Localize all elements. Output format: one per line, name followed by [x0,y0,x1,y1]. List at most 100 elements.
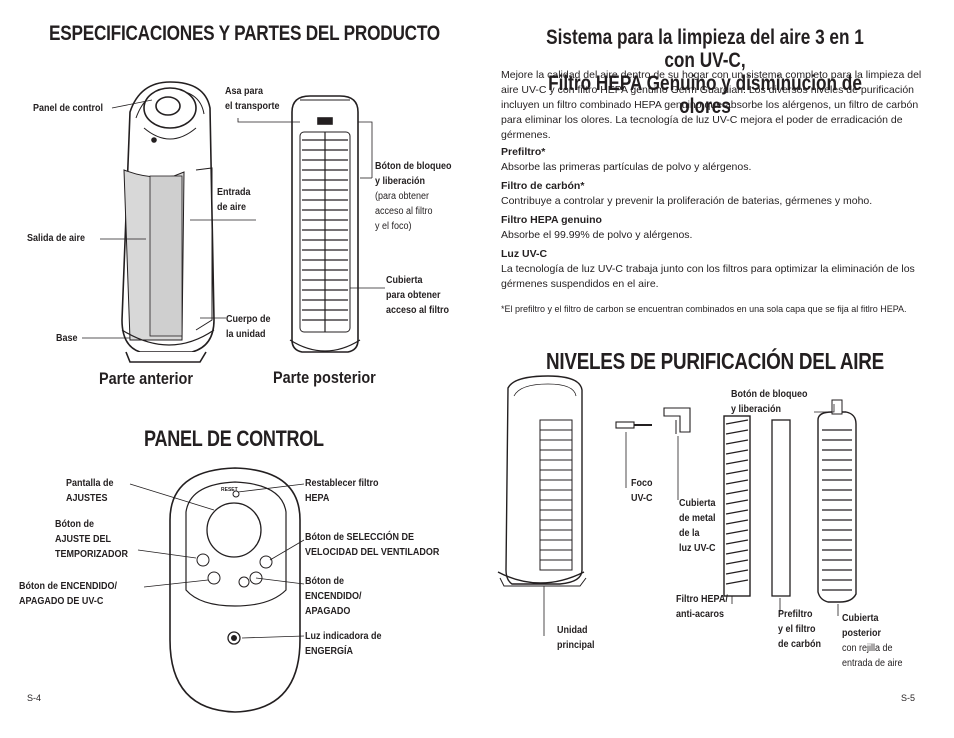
label-cubierta: Cubierta para obtener acceso al filtro [386,273,449,318]
label-power: Bóton de ENCENDIDO/ APAGADO [305,574,362,619]
label-cubierta-line3: acceso al filtro [386,305,450,316]
label-pantalla: Pantalla de AJUSTES [66,476,114,506]
label-power-line2: ENCENDIDO/ [305,591,362,602]
label-uvc-line1: Bóton de ENCENDIDO/ [19,581,118,592]
label-entrada-line2: de aire [217,202,247,213]
niv-label-hepa-line2: anti-acaros [676,609,725,620]
niv-label-prefiltro: Prefiltro y el filtro de carbón [778,607,821,652]
label-asa-line2: el transporte [225,101,280,112]
niv-label-metal-line1: Cubierta [679,498,716,509]
label-timer-line1: Bóton de [55,519,94,530]
niv-label-hepa-line1: Filtro HEPA/ [676,594,728,605]
label-cuerpo-line2: la unidad [226,329,266,340]
niv-label-hepa: Filtro HEPA/ anti-acaros [676,592,728,622]
label-asa-line1: Asa para [225,86,264,97]
label-uvc-line2: APAGADO DE UV-C [19,596,104,607]
niv-label-metal: Cubierta de metal de la luz UV-C [679,496,716,556]
label-power-line3: APAGADO [305,606,351,617]
label-panel-de-control: Panel de control [33,103,104,114]
footnote: *El prefiltro y el filtro de carbon se e… [501,304,907,314]
page-number-right: S-5 [901,693,916,703]
niv-label-cubierta-line2: posterior [842,628,882,639]
item-prefiltro-text: Absorbe las primeras partículas de polvo… [501,161,752,173]
spec-title: ESPECIFICACIONES Y PARTES DEL PRODUCTO [49,22,440,45]
page-number-left: S-4 [27,693,42,703]
niveles-illustration [497,375,857,603]
niv-label-boton-line2: y liberación [731,404,782,415]
reset-tiny-label: RESET [221,487,238,493]
control-panel-illustration [169,467,301,713]
niv-label-foco-line1: Foco [631,478,653,489]
item-prefiltro-head: Prefiltro* [501,146,546,158]
label-cuerpo-line1: Cuerpo de [226,314,271,325]
item-carbon-text: Contribuye a controlar y prevenir la pro… [501,195,873,207]
label-entrada: Entrada de aire [217,185,251,215]
front-unit-illustration [121,81,215,363]
niv-label-cubierta: Cubierta posterior con rejilla de entrad… [842,611,903,671]
label-base: Base [56,333,78,344]
label-reset-line1: Restablecer filtro [305,478,379,489]
right-title-line2: Filtro HEPA Genuino y disminucion de olo… [548,72,862,118]
niv-label-foco-line2: UV-C [631,493,653,504]
label-cubierta-line1: Cubierta [386,275,423,286]
niveles-title: NIVELES DE PURIFICACIÓN DEL AIRE [546,348,884,374]
leader-lines-niveles [543,404,839,636]
label-boton-bloqueo: Bóton de bloqueo y liberación (para obte… [375,159,452,234]
label-boton-bloqueo-note2: acceso al filtro [375,206,433,217]
item-uvc-text: La tecnología de luz UV-C trabaja junto … [501,263,915,290]
label-reset: Restablecer filtro HEPA [305,476,379,506]
label-boton-bloqueo-note1: (para obtener [375,191,430,202]
niv-label-cubierta-line1: Cubierta [842,613,879,624]
niv-label-metal-line2: de metal [679,513,716,524]
label-pantalla-line2: AJUSTES [66,493,108,504]
label-pantalla-line1: Pantalla de [66,478,114,489]
niv-label-prefiltro-line3: de carbón [778,639,822,650]
label-uvc: Bóton de ENCENDIDO/ APAGADO DE UV-C [19,579,117,609]
label-salida: Salida de aire [27,233,86,244]
panel-title: PANEL DE CONTROL [144,426,324,451]
label-boton-bloqueo-line2: y liberación [375,176,426,187]
item-carbon-head: Filtro de carbón* [501,180,585,192]
label-energy-line1: Luz indicadora de [305,631,382,642]
niv-label-metal-line4: luz UV-C [679,543,716,554]
right-title-line1: Sistema para la limpieza del aire 3 en 1… [546,26,864,72]
label-speed-line2: VELOCIDAD DEL VENTILADOR [305,547,440,558]
label-timer-line3: TEMPORIZADOR [55,549,128,560]
label-speed-line1b: SELECCIÓN DE [346,532,415,543]
item-hepa-text: Absorbe el 99.99% de polvo y alérgenos. [501,229,693,241]
right-items: Prefiltro* Absorbe las primeras partícul… [501,143,926,292]
niv-label-unidad-line1: Unidad [557,625,588,636]
parte-anterior-label: Parte anterior [99,369,193,388]
niv-label-unidad: Unidad principal [557,623,595,653]
label-energy: Luz indicadora de ENGERGÍA [305,629,382,659]
label-entrada-line1: Entrada [217,187,251,198]
label-boton-bloqueo-note3: y el foco) [375,221,412,232]
item-hepa-head: Filtro HEPA genuino [501,214,602,226]
label-cuerpo: Cuerpo de la unidad [226,312,271,342]
label-speed-line1a: Bóton de [305,532,347,543]
right-title: Sistema para la limpieza del aire 3 en 1… [529,26,882,118]
niv-label-foco: Foco UV-C [631,476,653,506]
label-timer: Bóton de AJUSTE DEL TEMPORIZADOR [55,517,128,562]
item-uvc-head: Luz UV-C [501,248,548,260]
label-asa: Asa para el transporte [225,84,280,114]
niv-label-boton-line1: Botón de bloqueo [731,389,808,400]
niv-label-cubierta-line3: con rejilla de [842,643,893,654]
label-power-line1: Bóton de [305,576,344,587]
leader-lines-panel [129,483,305,639]
niv-label-prefiltro-line1: Prefiltro [778,609,813,620]
label-boton-bloqueo-line1: Bóton de bloqueo [375,161,452,172]
label-speed: Bóton de SELECCIÓN DE VELOCIDAD DEL VENT… [305,530,439,560]
label-timer-line2: AJUSTE DEL [55,534,112,545]
niv-label-metal-line3: de la [679,528,700,539]
label-energy-line2: ENGERGÍA [305,646,354,657]
niv-label-prefiltro-line2: y el filtro [778,624,816,635]
right-intro: Mejore la calidad del aire dentro de su … [501,69,922,141]
parte-posterior-label: Parte posterior [273,368,376,387]
leader-lines-specs [82,99,385,339]
label-cubierta-line2: para obtener [386,290,441,301]
niv-label-boton: Botón de bloqueo y liberación [731,387,808,417]
niv-label-unidad-line2: principal [557,640,595,651]
back-unit-illustration [289,95,361,353]
